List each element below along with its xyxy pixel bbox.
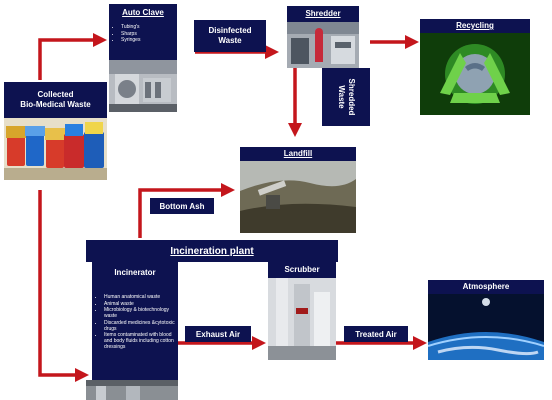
- atmosphere-earth-image: [428, 294, 544, 360]
- incinerator-item: Items contaminated with blood and body f…: [104, 332, 175, 350]
- autoclave-item: Sharps: [121, 31, 177, 37]
- bottom-ash-box: Bottom Ash: [150, 198, 214, 214]
- disinfected-waste-box: Disinfected Waste: [194, 20, 266, 52]
- recycling-title: Recycling: [456, 21, 494, 30]
- incinerator-box: Incinerator Human anatomical waste Anima…: [92, 262, 178, 380]
- recycling-globe-image: [420, 33, 530, 115]
- incineration-plant-header: Incineration plant: [86, 240, 338, 262]
- landfill-image: [240, 161, 356, 233]
- disinfected-waste-label: Disinfected Waste: [208, 26, 252, 45]
- exhaust-air-label: Exhaust Air: [195, 329, 241, 339]
- atmosphere-box: Atmosphere: [428, 280, 544, 294]
- exhaust-air-box: Exhaust Air: [185, 326, 251, 342]
- collected-waste-bins-image: [4, 118, 107, 180]
- bottom-ash-label: Bottom Ash: [159, 201, 205, 211]
- collected-label-box: Collected Bio-Medical Waste: [4, 82, 107, 118]
- incinerator-item: Human anatomical waste: [104, 294, 175, 300]
- autoclave-item: Syringes: [121, 37, 177, 43]
- scrubber-image: [268, 278, 336, 360]
- incinerator-items: Human anatomical waste Animal waste Micr…: [92, 294, 178, 350]
- incinerator-item: Microbiology & biotechnology waste: [104, 307, 175, 319]
- incinerator-item: Discarded medicines &cytotoxic drugs: [104, 320, 175, 332]
- incinerator-image: [86, 380, 178, 400]
- shredder-machine-image: [287, 22, 359, 68]
- scrubber-title: Scrubber: [284, 265, 320, 274]
- shredded-waste-box: Shredded Waste: [322, 68, 370, 126]
- scrubber-box: Scrubber: [268, 262, 336, 278]
- shredded-waste-label: Shredded Waste: [337, 78, 356, 116]
- incinerator-item: Animal waste: [104, 301, 175, 307]
- autoclave-item: Tubing's: [121, 24, 177, 30]
- autoclave-title: Auto Clave: [122, 8, 164, 17]
- autoclave-machine-image: [109, 60, 177, 112]
- collected-label: Collected Bio-Medical Waste: [20, 90, 91, 109]
- incinerator-title: Incinerator: [114, 268, 156, 277]
- landfill-box: Landfill: [240, 147, 356, 161]
- arrow-collected-to-incineration: [38, 190, 89, 382]
- treated-air-label: Treated Air: [355, 329, 397, 339]
- atmosphere-title: Atmosphere: [462, 282, 510, 291]
- arrow-incineration-to-landfill: [138, 183, 235, 238]
- treated-air-box: Treated Air: [344, 326, 408, 342]
- shredder-box: Shredder: [287, 6, 359, 22]
- recycling-box: Recycling: [420, 19, 530, 33]
- autoclave-box: Auto Clave Tubing's Sharps Syringes: [109, 4, 177, 60]
- incineration-plant-title: Incineration plant: [170, 245, 254, 257]
- shredder-title: Shredder: [305, 9, 341, 18]
- arrow-collected-to-autoclave: [38, 33, 107, 80]
- autoclave-items: Tubing's Sharps Syringes: [109, 24, 177, 43]
- landfill-title: Landfill: [283, 149, 313, 158]
